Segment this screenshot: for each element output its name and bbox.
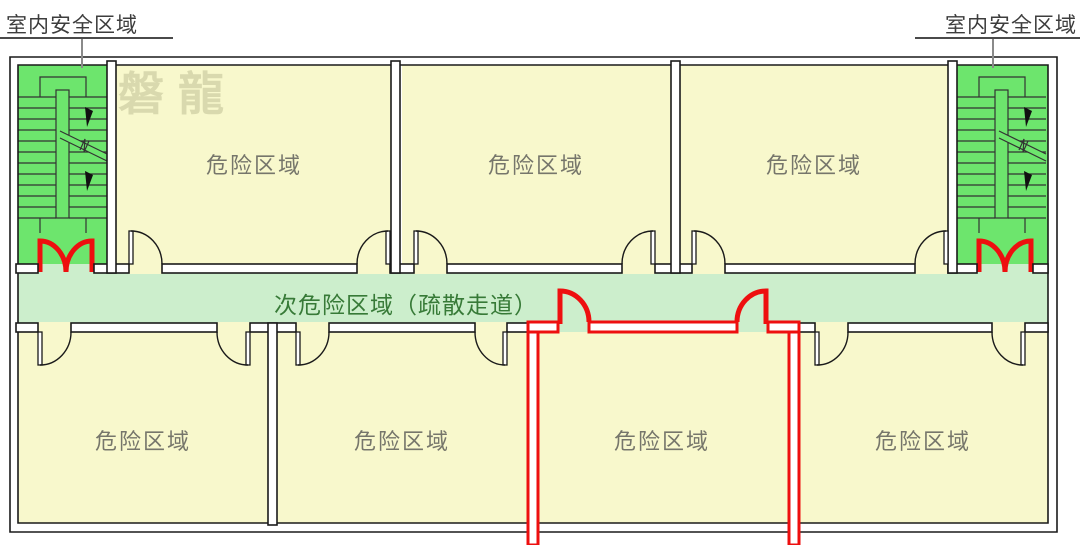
room-bottom-2-area [277, 332, 528, 523]
wall-stairwell-right [947, 60, 958, 274]
wall-top-2-3 [670, 60, 681, 274]
room-top-3-area [680, 65, 948, 264]
safe-area-leader-right [992, 39, 994, 68]
double-swing-door-icon [37, 238, 95, 273]
red-exit-door-right [734, 288, 769, 324]
room-label-bottom-1: 危险区域 [94, 430, 191, 455]
stair-landing [39, 76, 87, 97]
room-label-top-3: 危险区域 [765, 154, 862, 179]
room-label-top-2: 危险区域 [487, 154, 584, 179]
room-label-top-1: 危险区域 [205, 154, 302, 179]
red-wall-top-mid-seg [587, 320, 739, 334]
room-top-1-doors [128, 230, 391, 265]
stairwell-left-area [18, 65, 107, 264]
walls [9, 56, 1058, 533]
door-opening-gaps [38, 263, 1025, 333]
corridor-label: 次危险区域（疏散走道） [274, 293, 538, 319]
watermark: 磐龍 [118, 67, 238, 121]
room-bottom-2-doors [295, 331, 508, 366]
red-wall-right [787, 320, 801, 545]
wall-stairwell-left [106, 60, 117, 274]
red-wall-left [526, 320, 540, 545]
highlighted-room-walls [526, 288, 801, 545]
red-wall-top-right-seg [766, 320, 801, 334]
area-fills [18, 65, 1048, 523]
room-bottom-1-area [18, 332, 268, 523]
room-label-bottom-2: 危险区域 [353, 430, 450, 455]
room-label-bottom-4: 危险区域 [874, 430, 971, 455]
room-top-1-area [116, 65, 393, 264]
room-bottom-1-doors [37, 331, 251, 366]
room-label-bottom-3: 危险区域 [613, 430, 710, 455]
room-top-3-doors [691, 230, 949, 265]
break-line [59, 130, 108, 162]
safe-area-underline-right [915, 37, 1080, 39]
direction-arrow-icon [85, 171, 93, 191]
room-doors [37, 230, 1026, 366]
wall-bottom-1-2 [267, 322, 278, 526]
room-top-2-doors [413, 230, 656, 265]
safe-area-underline-left [0, 37, 173, 39]
safe-area-leader-left [81, 39, 83, 68]
wall-top-1-2 [390, 60, 401, 274]
room-bottom-4-doors [814, 331, 1026, 366]
safe-area-label-right: 室内安全区域 [945, 13, 1077, 37]
room-top-2-area [402, 65, 671, 264]
safe-area-label-left: 室内安全区域 [6, 13, 138, 37]
room-bottom-3-area [538, 332, 789, 523]
room-bottom-4-area [799, 332, 1048, 523]
wall-top-rooms-corridor [15, 263, 1049, 274]
stairwell-left [18, 76, 108, 273]
stair-rail [55, 89, 70, 219]
direction-arrow-icon [85, 107, 93, 127]
red-wall-top-left-seg [526, 320, 560, 334]
stairwell-right-area [957, 65, 1048, 264]
red-exit-door-left [557, 288, 592, 324]
outer-wall [9, 56, 1058, 533]
